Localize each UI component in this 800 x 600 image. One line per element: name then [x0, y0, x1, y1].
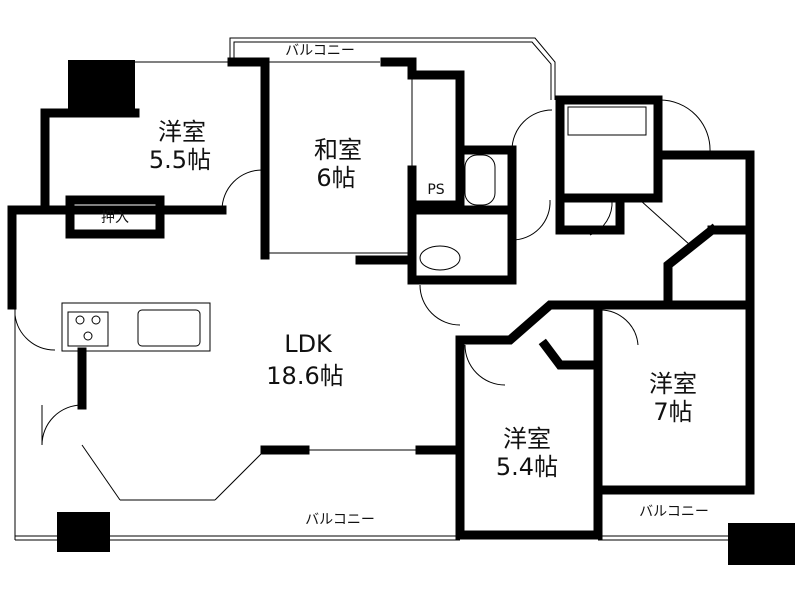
kitchen-counter [61, 302, 211, 352]
room-size-western-2: 5.4帖 [496, 453, 558, 481]
balcony-bottom-outline [14, 305, 730, 541]
room-size-japanese: 6帖 [316, 164, 355, 192]
wash-basin [464, 154, 496, 206]
room-name-ldk: LDK [284, 330, 333, 358]
balcony-label-top: バルコニー [285, 43, 355, 59]
pillar-top-left [68, 60, 135, 113]
room-name-western-3: 洋室 [649, 370, 697, 398]
closet-label: 押入 [101, 210, 129, 226]
pillar-bottom-right [728, 523, 795, 565]
room-size-ldk: 18.6帖 [266, 362, 343, 390]
room-size-western-1: 5.5帖 [149, 146, 211, 174]
toilet-icon [419, 245, 461, 271]
balcony-top-outline [229, 37, 556, 100]
walls [7, 57, 755, 540]
room-name-western-1: 洋室 [158, 118, 206, 146]
bathtub [567, 106, 647, 136]
ps-label: PS [427, 182, 444, 198]
closet-box [65, 195, 165, 239]
room-name-japanese: 和室 [314, 136, 362, 164]
room-size-western-3: 7帖 [653, 398, 692, 426]
room-name-western-2: 洋室 [503, 425, 551, 453]
stove [67, 311, 109, 347]
balcony-label-right: バルコニー [639, 504, 709, 520]
pillar-bottom-left [57, 512, 110, 552]
doors[interactable] [14, 99, 711, 446]
sink [137, 309, 201, 347]
balcony-label-bottom: バルコニー [305, 512, 375, 528]
